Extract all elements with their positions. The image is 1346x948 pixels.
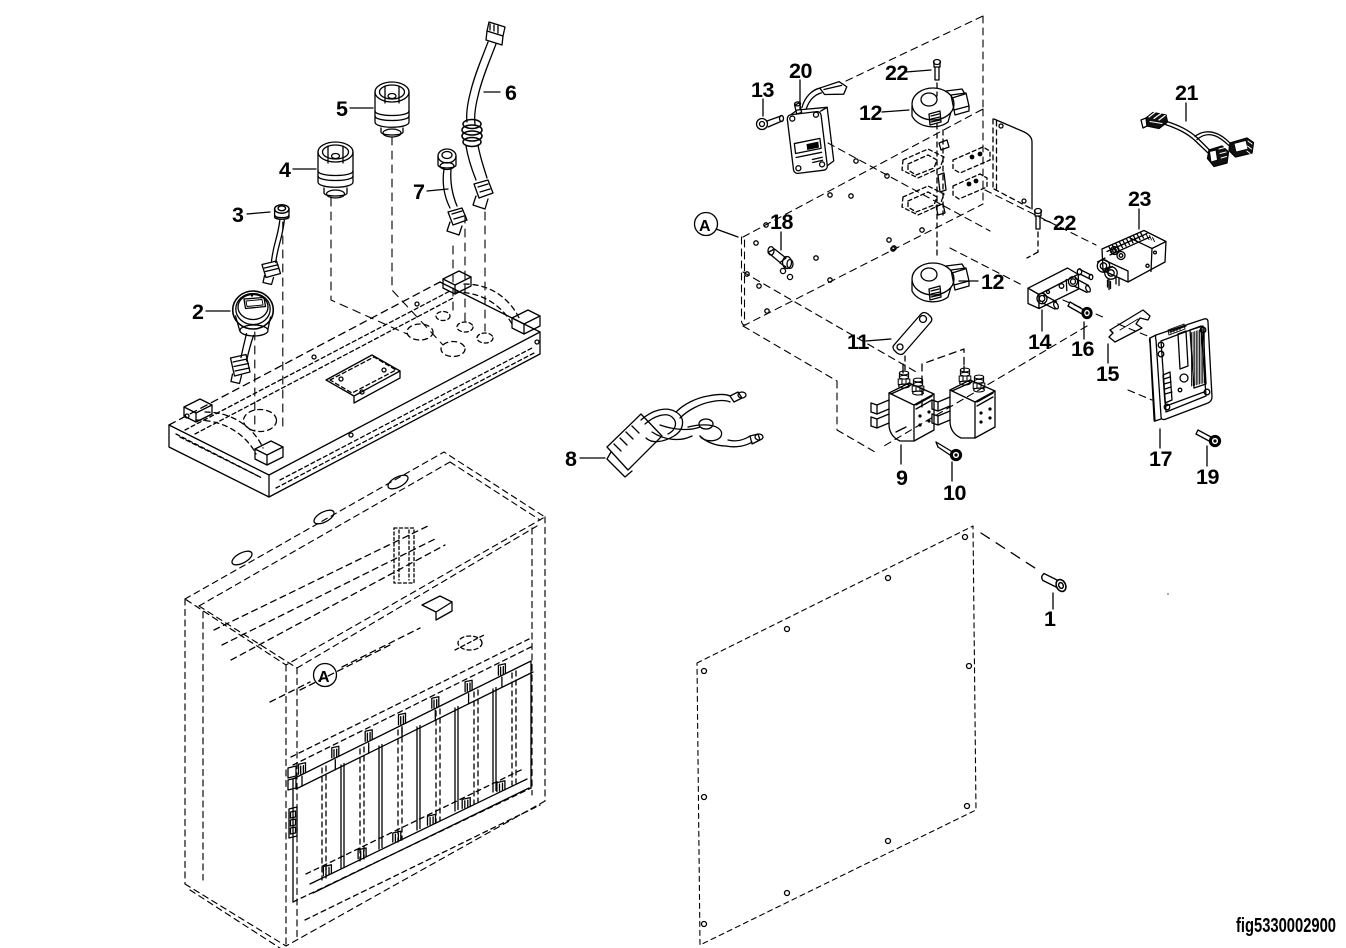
svg-text:4: 4: [279, 158, 291, 182]
svg-text:16: 16: [1071, 337, 1095, 361]
svg-text:23: 23: [1128, 187, 1152, 211]
svg-text:12: 12: [981, 270, 1005, 294]
svg-text:22: 22: [885, 61, 909, 85]
svg-text:22: 22: [1053, 211, 1077, 235]
svg-text:6: 6: [505, 81, 517, 105]
svg-text:2: 2: [192, 300, 204, 324]
svg-text:3: 3: [232, 203, 244, 227]
svg-text:21: 21: [1175, 81, 1199, 105]
svg-text:12: 12: [859, 101, 883, 125]
svg-text:20: 20: [789, 59, 813, 83]
svg-text:13: 13: [751, 78, 775, 102]
svg-text:8: 8: [565, 447, 577, 471]
svg-text:17: 17: [1149, 447, 1173, 471]
svg-text:11: 11: [847, 330, 869, 354]
svg-text:7: 7: [413, 180, 425, 204]
svg-text:14: 14: [1028, 330, 1052, 354]
svg-text:9: 9: [896, 466, 908, 490]
svg-text:10: 10: [943, 481, 967, 505]
svg-text:1: 1: [1044, 607, 1056, 631]
svg-text:A: A: [699, 218, 711, 235]
svg-text:5: 5: [336, 97, 348, 121]
svg-text:19: 19: [1196, 465, 1220, 489]
svg-text:15: 15: [1096, 362, 1120, 386]
svg-text:18: 18: [770, 210, 794, 234]
svg-text:fig5330002900: fig5330002900: [1236, 915, 1336, 937]
